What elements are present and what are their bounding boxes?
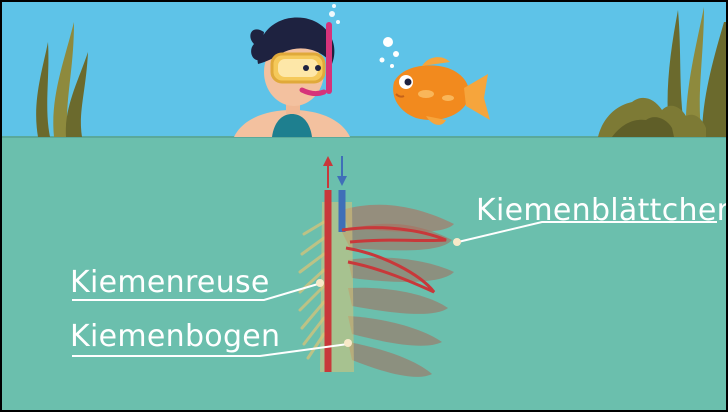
leader-dot-rakers [316,279,324,287]
snorkel-icon [326,22,332,94]
label-kiemenreuse: Kiemenreuse [70,268,270,298]
label-kiemenbogen: Kiemenbogen [70,322,280,352]
label-kiemenblaettchen: Kiemenblättchen [476,196,728,226]
leader-dot-arch [344,339,352,347]
leader-dot-filaments [453,238,461,246]
